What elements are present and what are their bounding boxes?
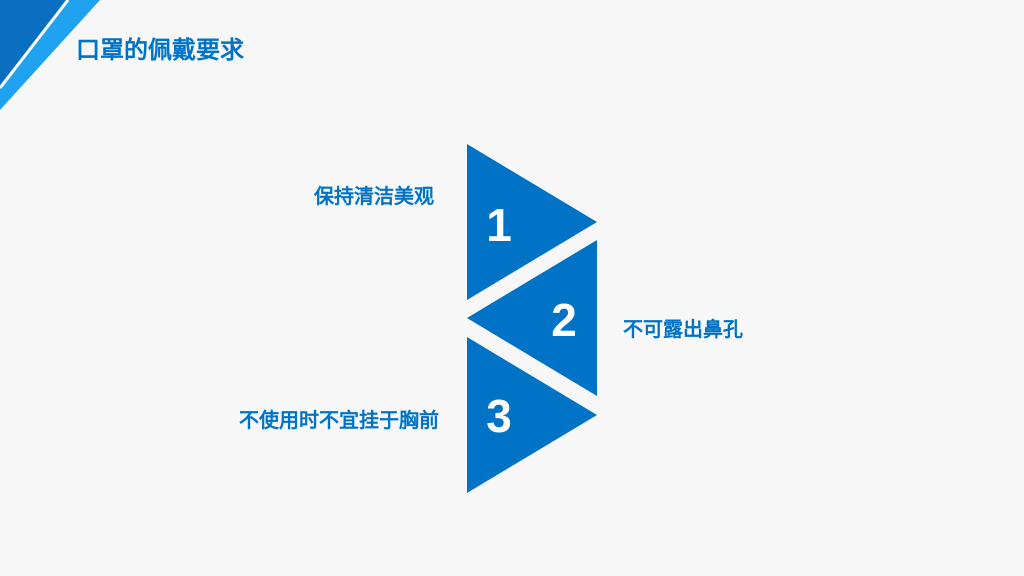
step-2-label: 不可露出鼻孔 bbox=[623, 317, 743, 341]
step-3-label: 不使用时不宜挂于胸前 bbox=[239, 408, 439, 432]
step-1-number: 1 bbox=[486, 199, 512, 251]
corner-decoration bbox=[0, 0, 100, 110]
step-2-number: 2 bbox=[551, 294, 577, 346]
step-1-label: 保持清洁美观 bbox=[314, 184, 434, 208]
slide-title: 口罩的佩戴要求 bbox=[76, 36, 244, 64]
step-1-triangle bbox=[467, 144, 597, 300]
step-2-triangle bbox=[467, 240, 597, 396]
step-3-triangle bbox=[467, 337, 597, 493]
corner-white-divider bbox=[0, 0, 70, 89]
step-3-number: 3 bbox=[486, 390, 512, 442]
